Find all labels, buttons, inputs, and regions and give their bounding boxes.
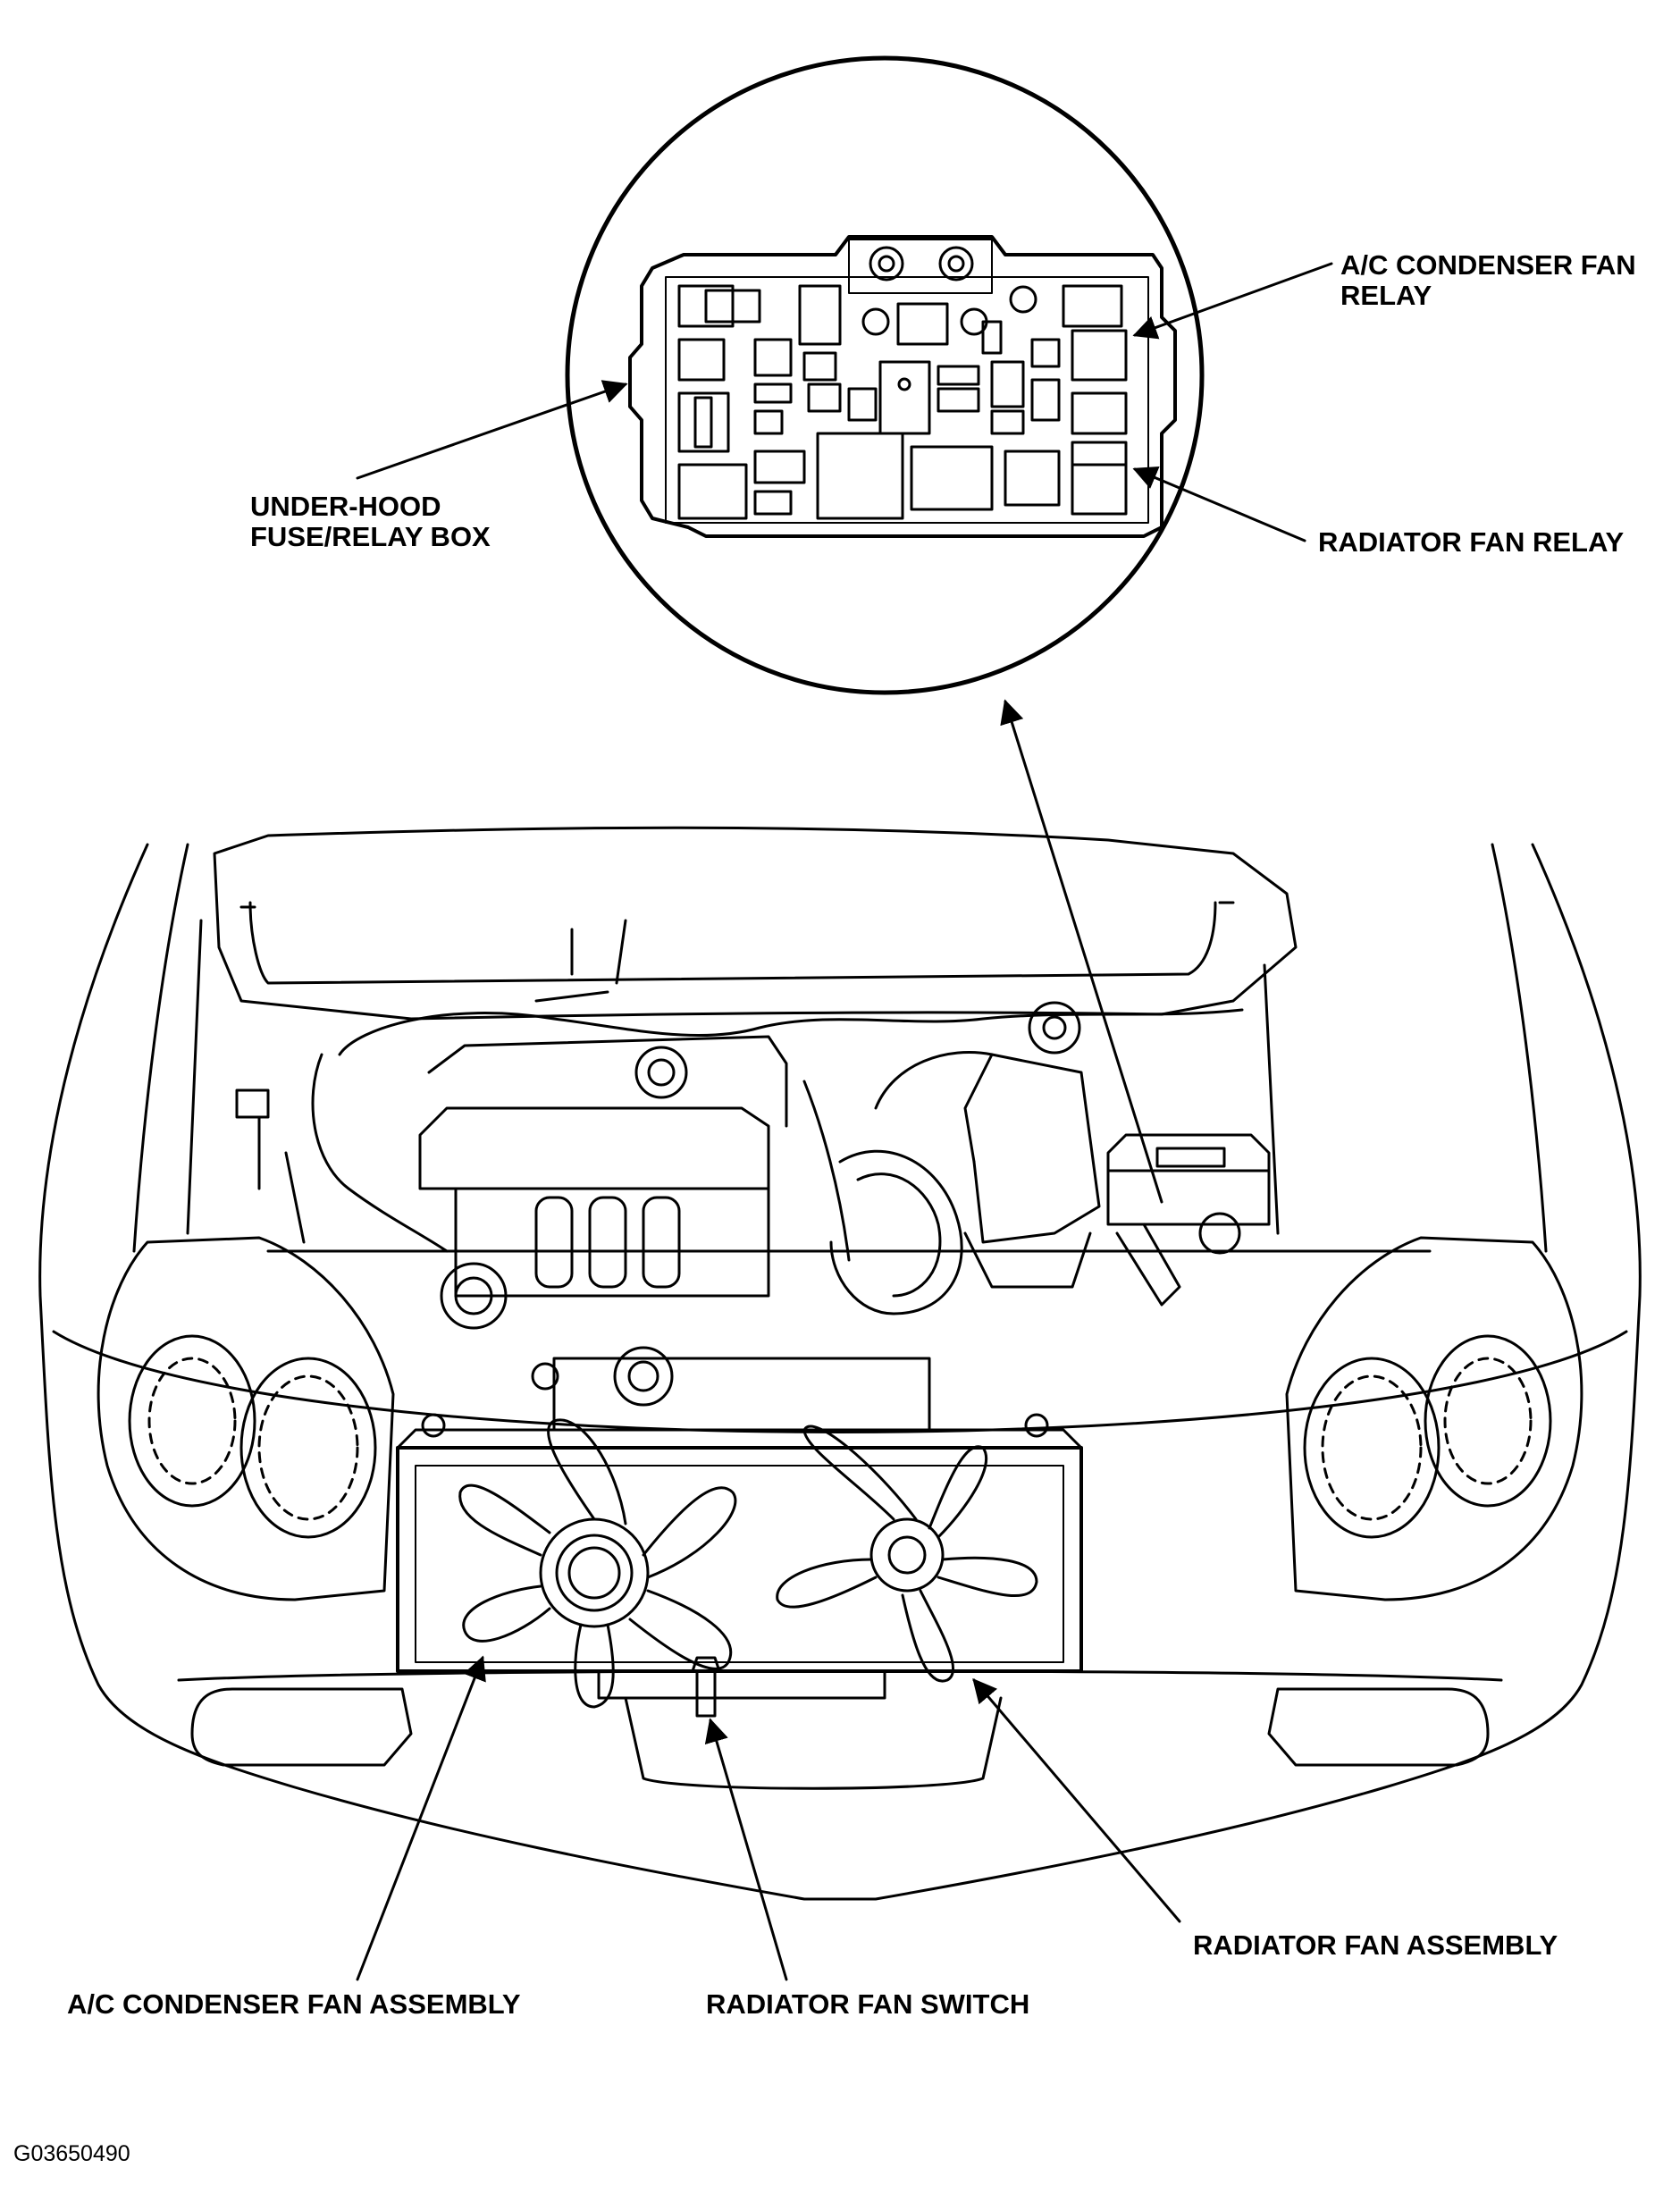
radiator-fan bbox=[776, 1425, 1038, 1683]
callout-ac-fan-assembly-text: A/C CONDENSER FAN ASSEMBLY bbox=[67, 1988, 521, 2020]
headlight-left bbox=[97, 1236, 395, 1601]
radiator-assembly bbox=[396, 1346, 1083, 1673]
callout-fuse-box-line1: UNDER-HOOD bbox=[250, 491, 441, 522]
callout-radiator-fan-assembly: RADIATOR FAN ASSEMBLY bbox=[1193, 1930, 1558, 1961]
detail-magnifier bbox=[565, 55, 1205, 695]
car-body bbox=[38, 826, 1642, 1901]
callout-fuse-box-line2: FUSE/RELAY BOX bbox=[250, 521, 491, 552]
leader-lines bbox=[356, 262, 1333, 1981]
callout-radiator-relay-text: RADIATOR FAN RELAY bbox=[1318, 526, 1625, 558]
callout-radiator-fan-switch: RADIATOR FAN SWITCH bbox=[706, 1989, 1029, 2020]
front-bumper bbox=[177, 1669, 1503, 1790]
callout-radiator-fan-relay: RADIATOR FAN RELAY bbox=[1318, 527, 1624, 558]
callout-ac-condenser-fan-assembly: A/C CONDENSER FAN ASSEMBLY bbox=[67, 1989, 521, 2020]
figure-id: G03650490 bbox=[13, 2139, 130, 2169]
figure-id-text: G03650490 bbox=[13, 2141, 130, 2166]
headlight-right bbox=[1285, 1236, 1583, 1601]
engine-components bbox=[235, 919, 1271, 1330]
callout-ac-relay-line1: A/C CONDENSER FAN bbox=[1340, 249, 1636, 281]
callout-ac-relay-line2: RELAY bbox=[1340, 280, 1432, 311]
callout-radiator-fan-assembly-text: RADIATOR FAN ASSEMBLY bbox=[1193, 1929, 1558, 1961]
callout-radiator-fan-switch-text: RADIATOR FAN SWITCH bbox=[706, 1988, 1030, 2020]
ac-condenser-fan bbox=[458, 1418, 737, 1709]
fan-switch bbox=[691, 1656, 721, 1718]
callout-under-hood-fuse-relay-box: UNDER-HOOD FUSE/RELAY BOX bbox=[250, 492, 491, 552]
callout-ac-condenser-fan-relay: A/C CONDENSER FAN RELAY bbox=[1340, 250, 1636, 311]
